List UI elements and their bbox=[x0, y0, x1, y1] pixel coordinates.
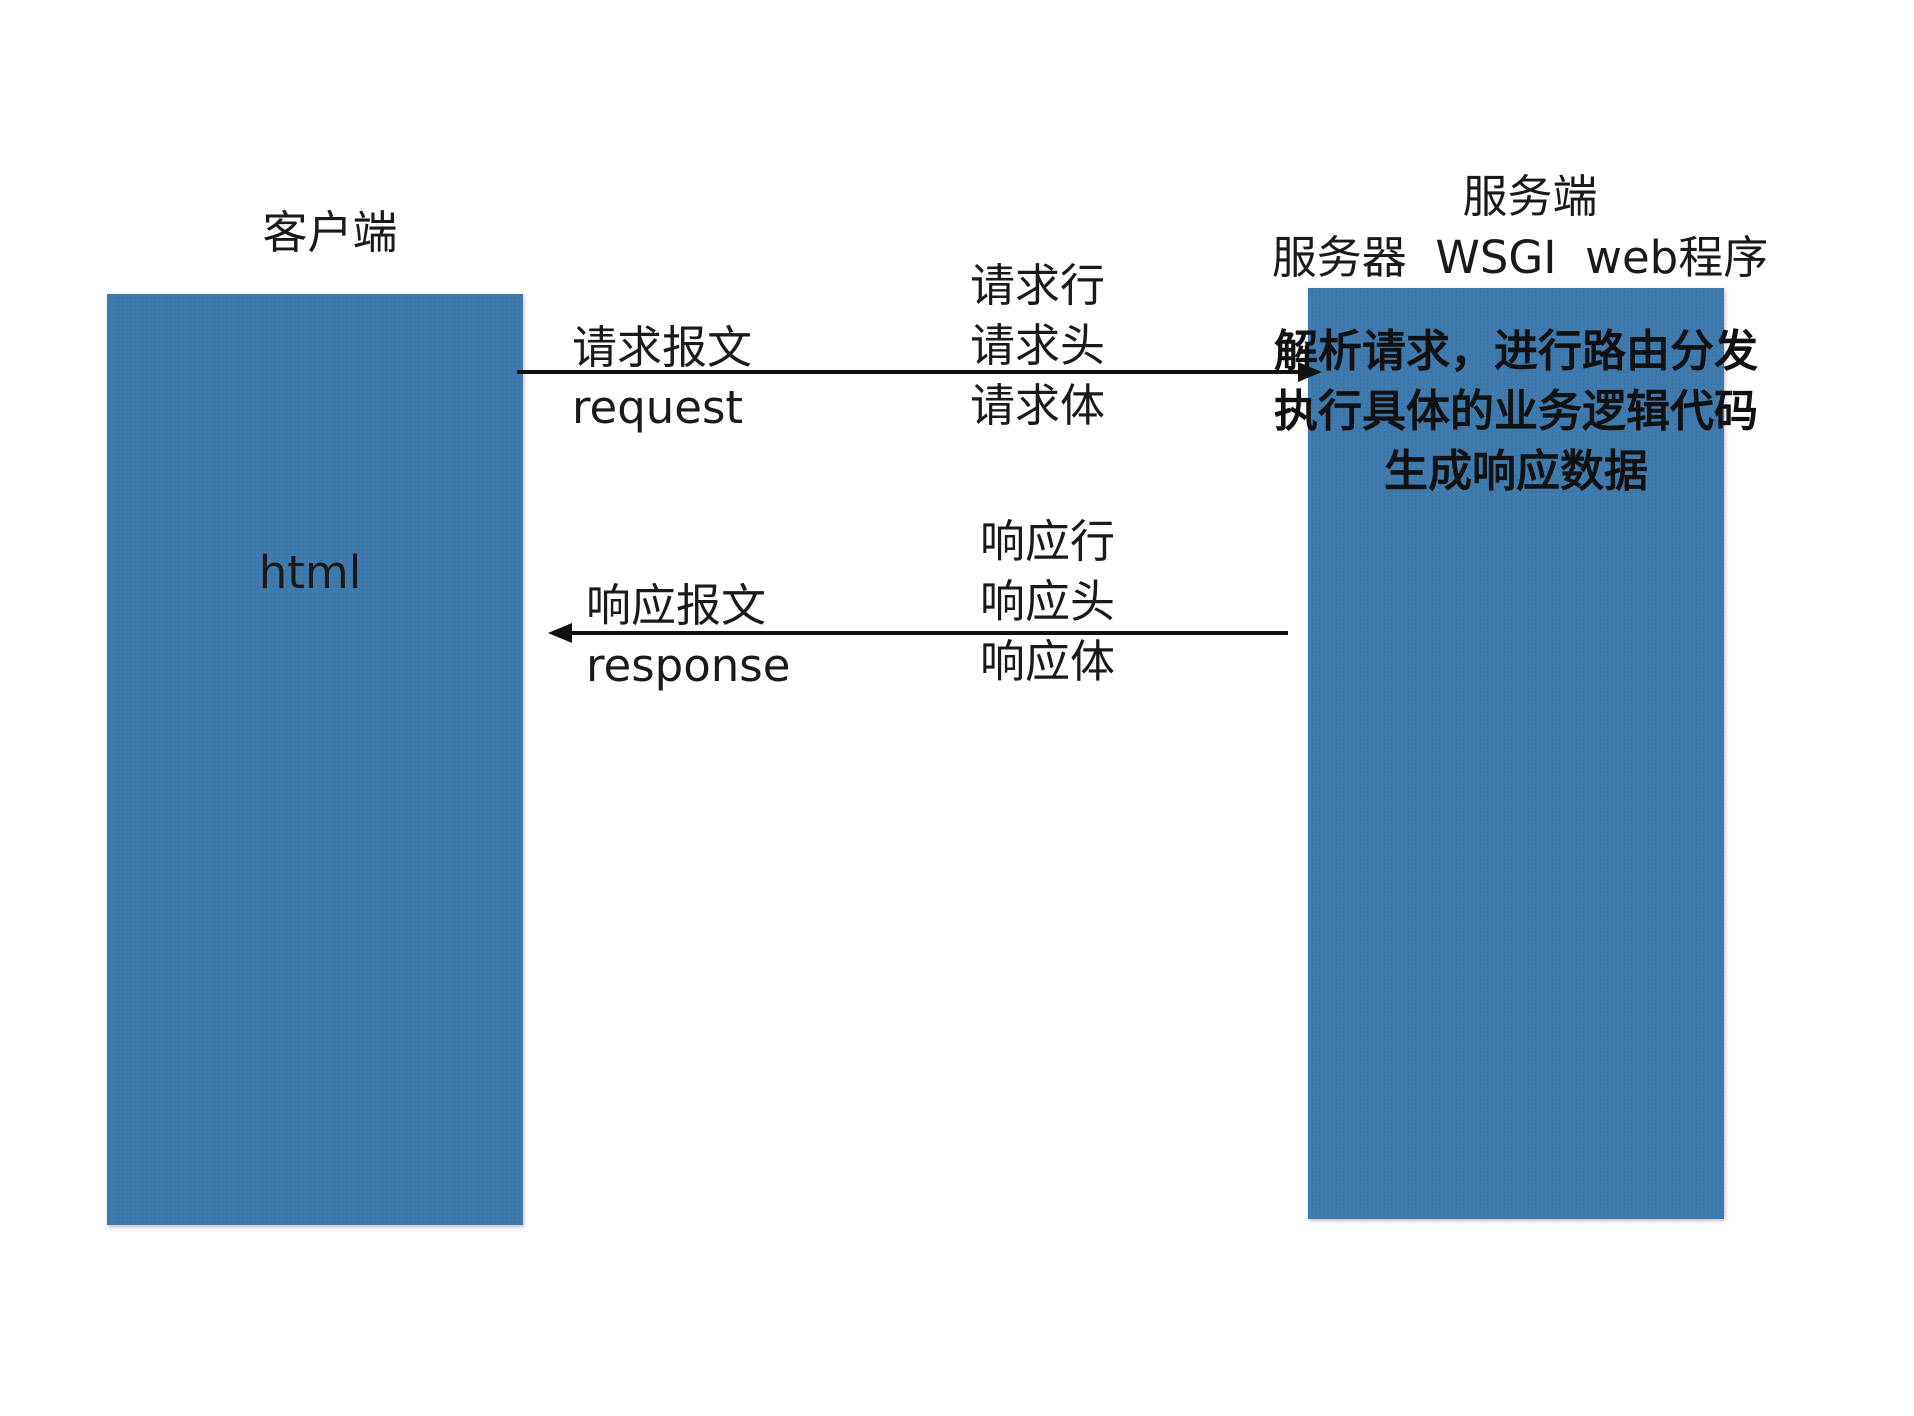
response-arrowhead-icon bbox=[548, 623, 572, 643]
request-parts: 请求行 请求头 请求体 bbox=[970, 256, 1105, 436]
client-box bbox=[107, 294, 523, 1225]
response-line-label: 响应行 bbox=[980, 515, 1116, 568]
response-body-label: 响应体 bbox=[980, 635, 1116, 688]
request-label-cn: 请求报文 bbox=[572, 321, 753, 374]
server-title: 服务端 bbox=[1462, 170, 1598, 223]
request-arrow bbox=[517, 362, 1322, 382]
server-work-line: 生成响应数据 bbox=[1384, 446, 1648, 497]
response-parts: 响应行 响应头 响应体 bbox=[980, 512, 1115, 692]
response-label-cn: 响应报文 bbox=[586, 579, 767, 632]
response-label-en: response bbox=[586, 639, 791, 692]
server-components-label: 服务器 WSGI web程序 bbox=[1271, 231, 1769, 284]
request-body-label: 请求体 bbox=[970, 379, 1106, 432]
request-label: 请求报文 request bbox=[572, 318, 752, 438]
response-header-label: 响应头 bbox=[980, 575, 1116, 628]
request-line-label: 请求行 bbox=[970, 259, 1106, 312]
server-box bbox=[1308, 288, 1724, 1219]
response-arrow bbox=[548, 623, 1288, 643]
request-header-label: 请求头 bbox=[970, 319, 1106, 372]
server-work-line: 执行具体的业务逻辑代码 bbox=[1274, 386, 1758, 437]
client-title: 客户端 bbox=[262, 206, 398, 259]
response-label: 响应报文 response bbox=[586, 576, 790, 696]
request-label-en: request bbox=[572, 381, 744, 434]
server-work-line: 解析请求，进行路由分发 bbox=[1274, 326, 1758, 377]
client-content-label: html bbox=[258, 546, 362, 599]
request-arrowhead-icon bbox=[1298, 362, 1322, 382]
server-work-description: 解析请求，进行路由分发 执行具体的业务逻辑代码 生成响应数据 bbox=[1274, 322, 1758, 502]
